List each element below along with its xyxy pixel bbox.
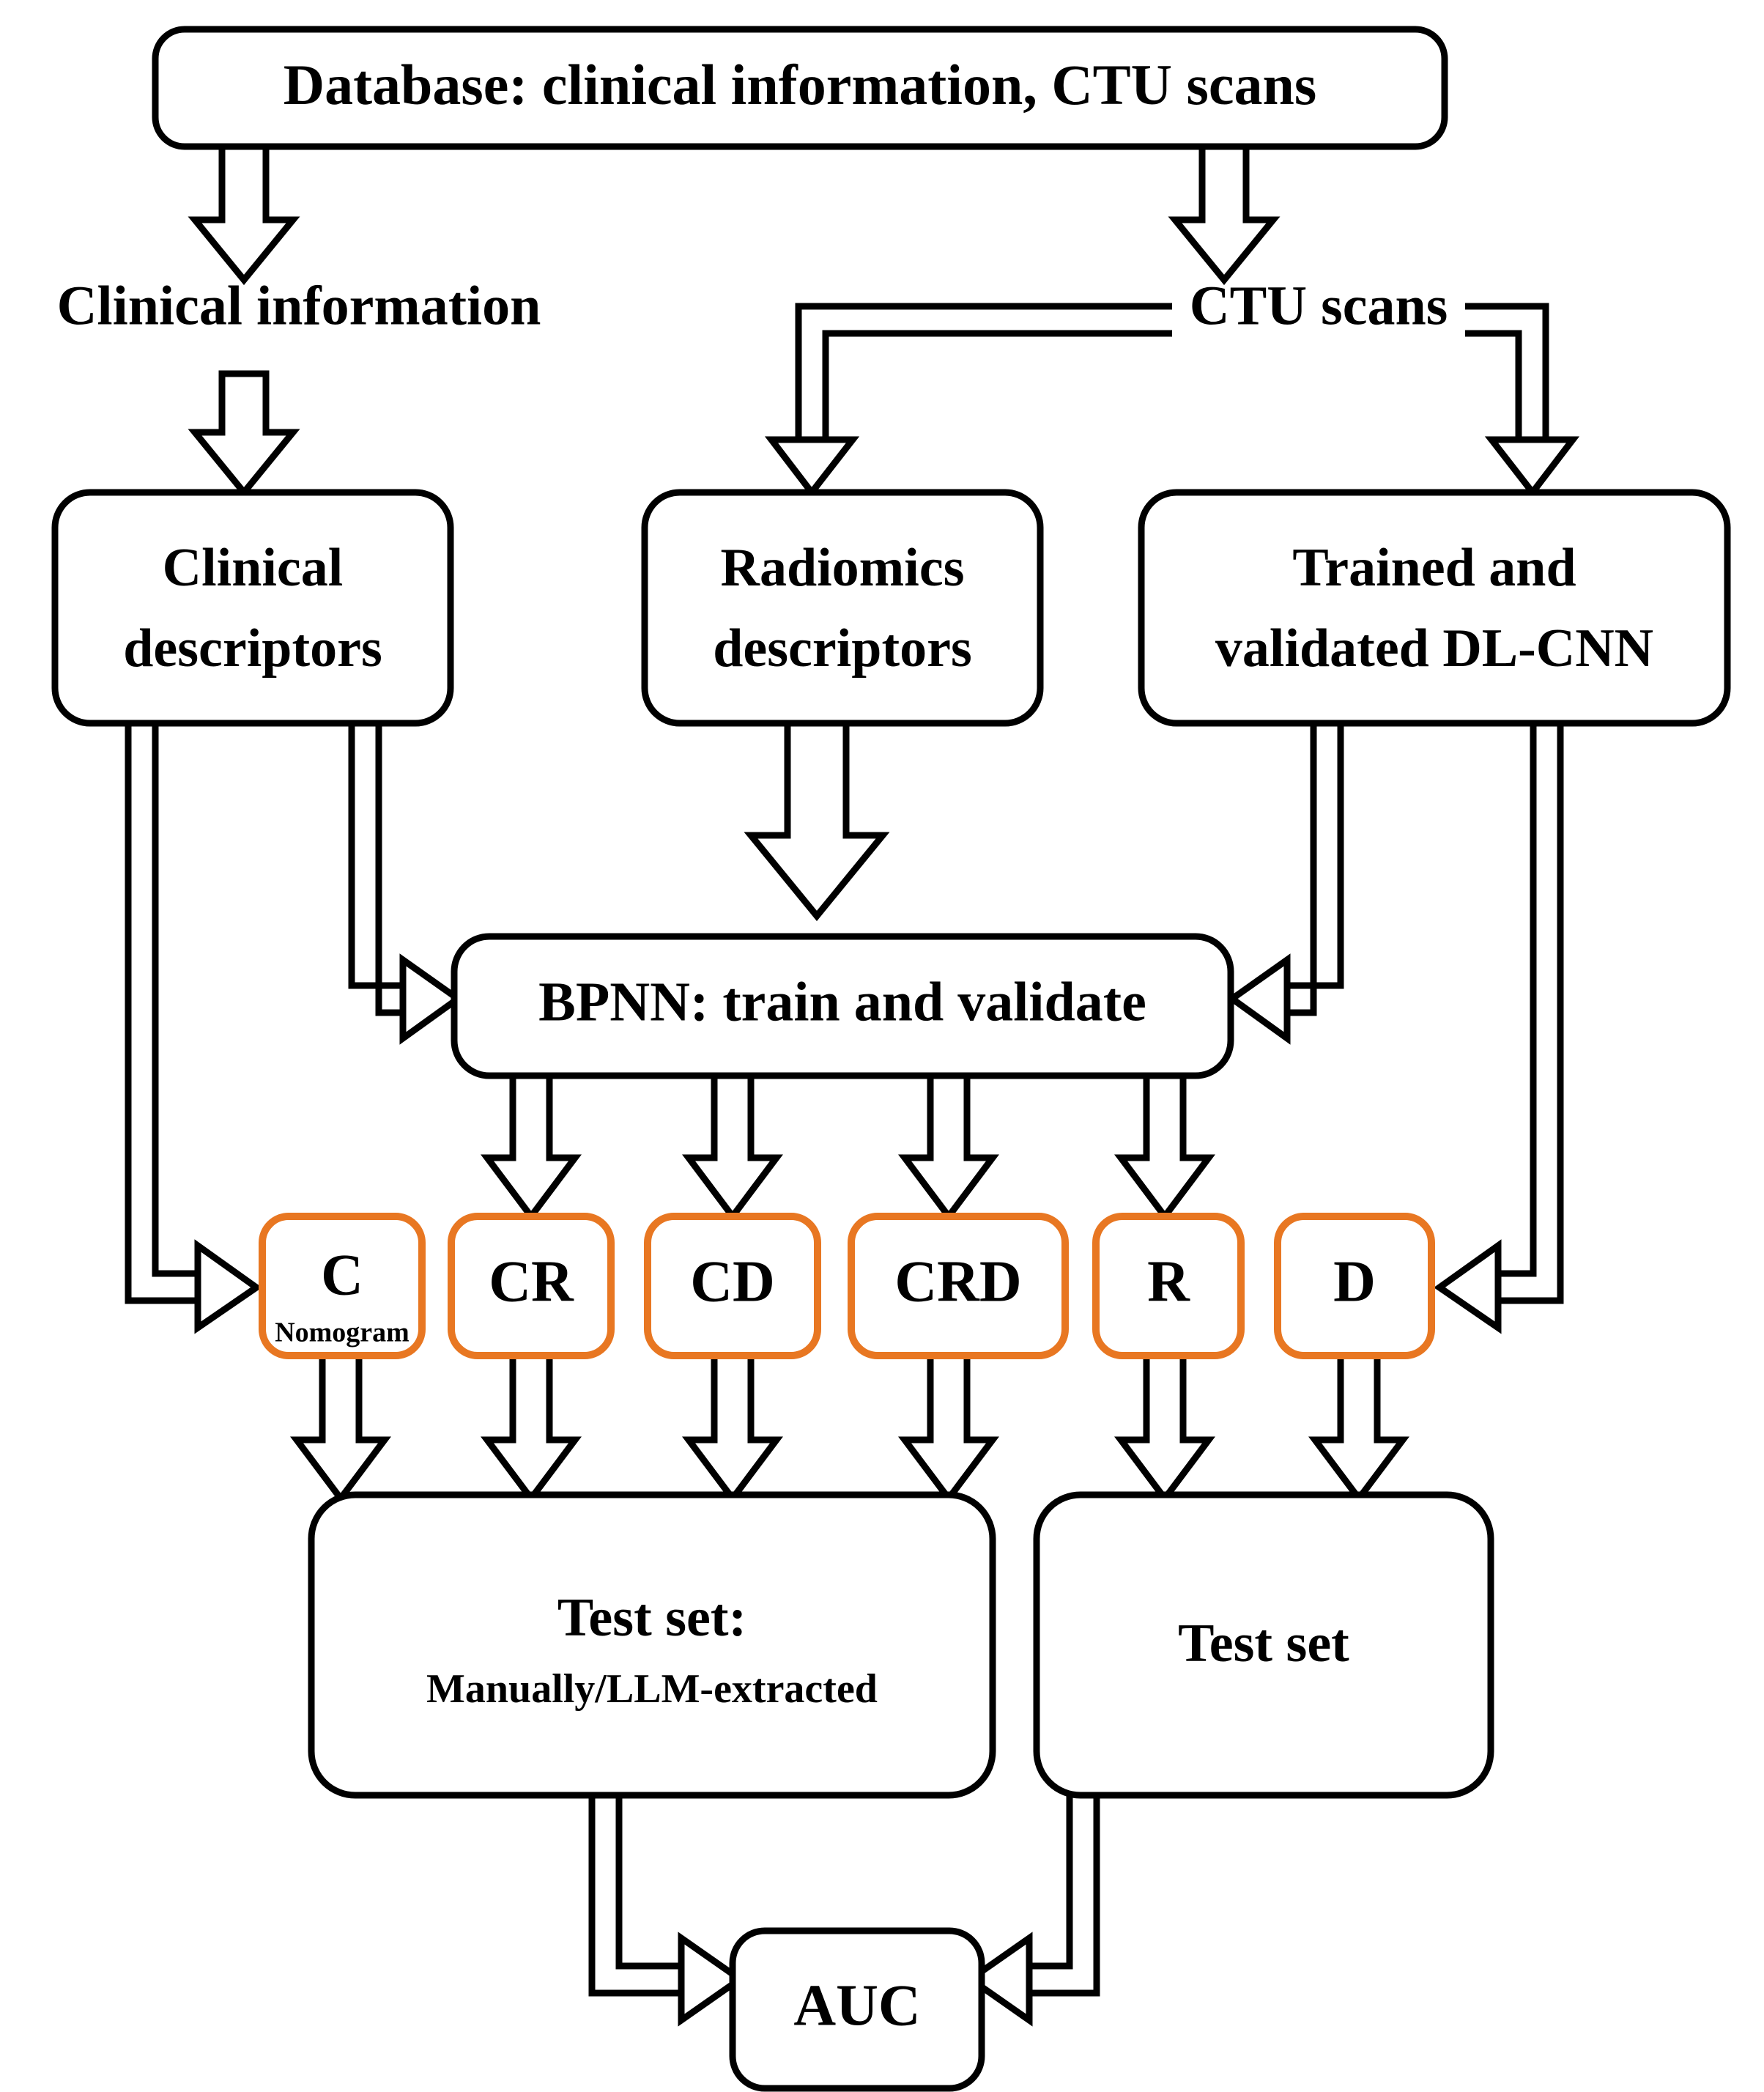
model-box-cd-label: CD [690,1249,775,1314]
model-box-cr-label: CR [489,1249,574,1314]
node-clinical-descriptors-line2: descriptors [123,618,382,679]
model-box-r-label: R [1147,1249,1190,1314]
arrow-dlcnn-to-d-head [1434,1239,1502,1334]
arrow-database-to-ctu-scans [1168,143,1281,286]
connector-testset-left-to-auc [588,1795,689,1997]
arrow-radiomics-to-bpnn [744,718,890,922]
arrow-crd-to-testset-left [898,1352,999,1504]
model-box-d[interactable] [1274,1213,1435,1359]
node-test-set-right-label: Test set [1178,1614,1349,1674]
label-clinical-information: Clinical information [57,275,541,336]
arrow-dlcnn-to-bpnn-head [1226,953,1291,1045]
node-database[interactable] [152,26,1448,150]
arrow-bpnn-to-cr [481,1070,582,1222]
arrow-clinical-desc-to-c-head [194,1239,262,1334]
arrow-bpnn-to-r [1114,1070,1215,1222]
model-box-crd-label: CRD [894,1249,1021,1314]
arrow-testset-left-to-auc-head [678,1932,746,2027]
arrow-clinical-desc-to-bpnn-head [399,953,464,1045]
node-auc-label: AUC [793,1973,920,2038]
connector-ctu-to-dlcnn [1465,303,1549,447]
arrow-bpnn-to-crd [898,1070,999,1222]
node-bpnn[interactable] [451,933,1234,1079]
model-box-c-sublabel: Nomogram [275,1317,410,1348]
arrow-r-to-testset-right [1114,1352,1215,1504]
node-clinical-descriptors[interactable] [51,489,454,727]
arrow-c-to-testset-left [290,1352,391,1504]
node-radiomics-descriptors-line1: Radiomics [721,538,965,598]
connector-ctu-to-radiomics [795,303,1172,447]
node-dlcnn-line2: validated DL-CNN [1215,618,1653,679]
model-box-cr[interactable] [448,1213,615,1359]
node-test-set-left-line1: Test set: [557,1588,746,1648]
node-auc[interactable] [729,1927,985,2092]
arrow-clinical-info-to-clinical-desc [188,370,300,498]
arrow-d-to-testset-right [1308,1352,1409,1504]
node-dlcnn-line1: Trained and [1292,538,1576,598]
arrow-ctu-to-dlcnn-head [1484,436,1580,498]
node-radiomics-descriptors-line2: descriptors [713,618,972,679]
model-box-crd[interactable] [848,1213,1069,1359]
node-test-set-left-line2: Manually/LLM-extracted [426,1666,878,1712]
node-test-set-right[interactable] [1033,1491,1494,1799]
node-bpnn-label: BPNN: train and validate [538,971,1146,1032]
model-box-d-label: D [1333,1249,1376,1314]
connector-testset-right-to-auc [1022,1795,1100,1997]
arrow-bpnn-to-cd [682,1070,783,1222]
arrow-testset-right-to-auc-head [965,1932,1033,2027]
arrow-cd-to-testset-left [682,1352,783,1504]
arrow-database-to-clinical-info [188,143,300,286]
label-ctu-scans: CTU scans [1190,275,1448,336]
node-dlcnn[interactable] [1138,489,1731,727]
arrow-cr-to-testset-left [481,1352,582,1504]
node-test-set-left[interactable] [308,1491,996,1799]
arrow-ctu-to-radiomics-head [764,436,860,498]
node-clinical-descriptors-line1: Clinical [163,538,344,598]
model-box-c-label: C [321,1243,363,1307]
node-database-label: Database: clinical information, CTU scan… [284,53,1316,117]
node-radiomics-descriptors[interactable] [641,489,1044,727]
model-box-c[interactable] [259,1213,426,1359]
connector-clinical-desc-to-c-box [125,722,205,1304]
model-box-r[interactable] [1092,1213,1245,1359]
connector-dlcnn-to-d-box [1491,722,1564,1304]
model-box-cd[interactable] [644,1213,821,1359]
